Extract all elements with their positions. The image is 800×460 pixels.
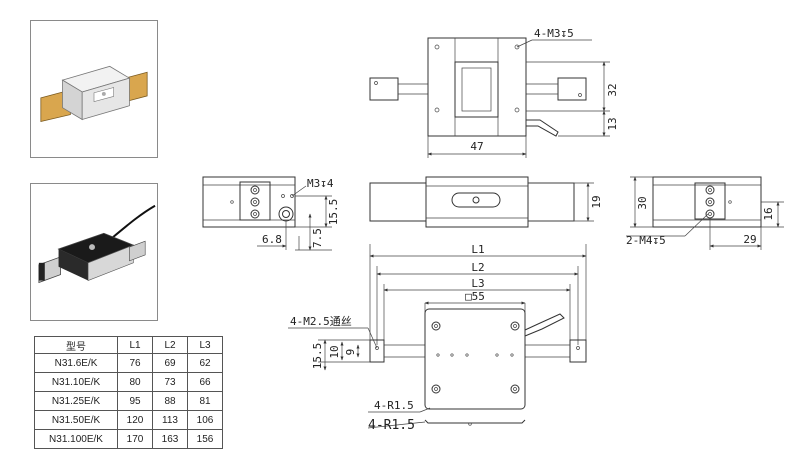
bottom-height-dim-1: 15.5 (311, 343, 324, 370)
dim-square: □55 (465, 290, 485, 303)
dim-l3: L3 (471, 277, 484, 290)
top-hole-callout: 4-M3↧5 (534, 27, 574, 40)
bottom-height-dim-2: 10 (328, 345, 341, 358)
table-row: N31.100E/K 170 163 156 (34, 429, 223, 449)
product-photo-rendering (30, 20, 158, 158)
center-height-dim: 19 (590, 195, 603, 208)
table-row: N31.10E/K 80 73 66 (34, 372, 223, 392)
cell-l3: 81 (187, 391, 223, 411)
right-offset-dim: 16 (762, 207, 775, 220)
model-dimension-table: 型号 L1 L2 L3 N31.6E/K 76 69 62 N31.10E/K … (34, 336, 223, 449)
top-width-dim: 47 (470, 140, 483, 153)
right-hole-callout: 2-M4↧5 (626, 234, 666, 247)
side-view: M3↧4 15.5 7.5 6.8 (202, 176, 340, 251)
front-view: 19 (369, 176, 603, 228)
side-hole-callout: M3↧4 (307, 177, 334, 190)
product-photo-black (30, 183, 158, 321)
bottom-hole-callout: 4-M2.5通丝 (290, 315, 352, 328)
bottom-view: L1 L2 L3 □55 4-M2.5通丝 15. (288, 243, 587, 433)
dim-l2: L2 (471, 261, 484, 274)
table-row: N31.25E/K 95 88 81 (34, 391, 223, 411)
top-height-dim: 32 (606, 83, 619, 96)
side-height-dim: 15.5 (327, 199, 340, 226)
side-left-dim: 6.8 (262, 233, 282, 246)
table-row: N31.50E/K 120 113 106 (34, 410, 223, 430)
right-width-dim: 29 (743, 233, 756, 246)
top-view: 4-M3↧5 32 13 47 (369, 27, 619, 158)
side-low-dim: 7.5 (311, 228, 324, 248)
right-height-dim: 30 (636, 196, 649, 209)
bottom-height-dim-3: 9 (344, 349, 357, 356)
top-offset-dim: 13 (606, 117, 619, 130)
radius-callout-2: 4-R1.5 (368, 418, 415, 433)
dim-l1: L1 (471, 243, 484, 256)
right-view: 30 16 29 2-M4↧5 (626, 176, 784, 250)
cell-model: N31.100E/K (34, 429, 118, 449)
cell-l3: 156 (187, 429, 223, 449)
radius-callout-1: 4-R1.5 (374, 399, 414, 412)
table-row: N31.6E/K 76 69 62 (34, 353, 223, 373)
table-header-row: 型号 L1 L2 L3 (34, 336, 223, 354)
